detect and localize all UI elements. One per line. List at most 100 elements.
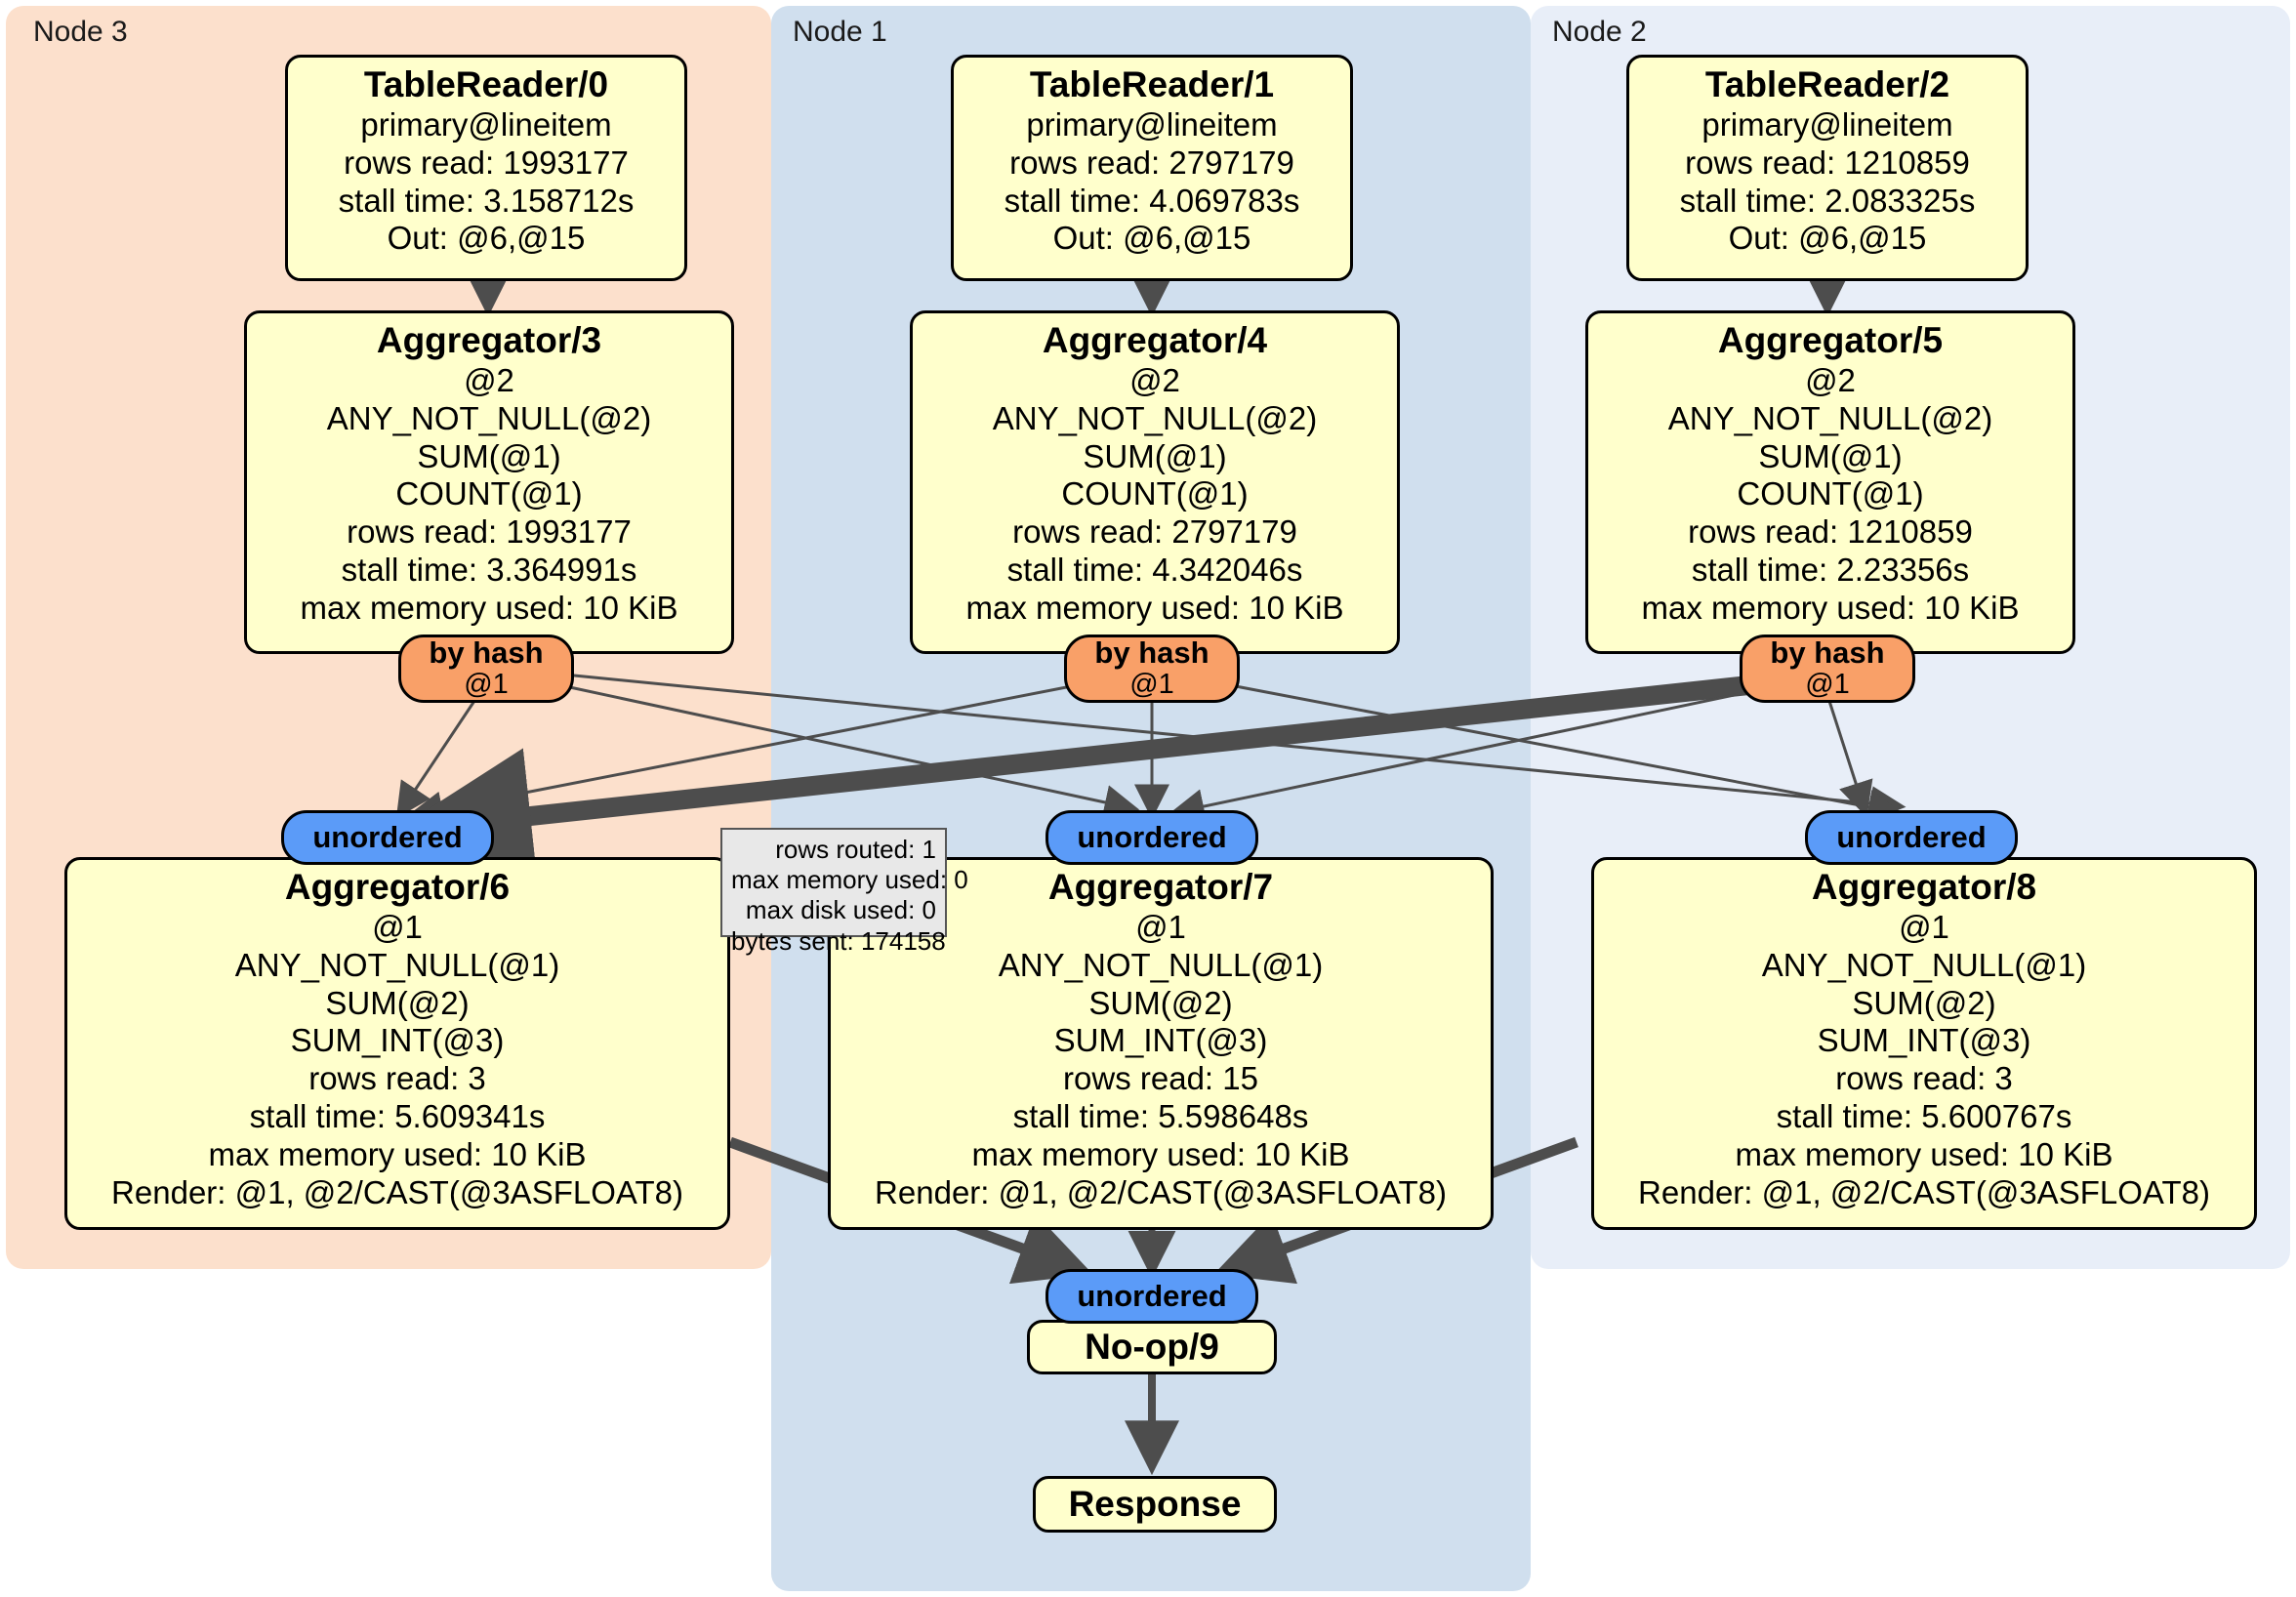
router-column: @1 [1805,669,1850,701]
node-table-reader-2[interactable]: TableReader/2 primary@lineitem rows read… [1626,55,2029,281]
node-detail-line: rows read: 15 [1063,1060,1258,1097]
node-detail-line: COUNT(@1) [1061,475,1249,512]
receiver-unordered-3[interactable]: unordered [1046,1269,1258,1324]
node-detail-line: rows read: 1210859 [1688,513,1973,551]
node-title: Aggregator/8 [1811,867,2037,907]
node-detail-line: rows read: 2797179 [1012,513,1297,551]
edge-stats-tooltip: rows routed: 1 max memory used: 0 max di… [720,828,968,956]
node-detail-line: Out: @6,@15 [1052,220,1251,257]
node-detail-line: stall time: 2.23356s [1691,552,1970,589]
node-response[interactable]: Response [1033,1476,1277,1533]
router-by-hash-1[interactable]: by hash @1 [1064,635,1240,703]
cluster-label-node-2: Node 2 [1552,16,1647,48]
node-detail-line: primary@lineitem [1026,105,1278,143]
node-detail-line: rows read: 1993177 [347,513,632,551]
node-detail-line: SUM_INT(@3) [1817,1022,2031,1059]
node-detail-line: stall time: 2.083325s [1679,182,1976,219]
node-detail-line: primary@lineitem [1702,105,1953,143]
router-by-hash-0[interactable]: by hash @1 [398,635,574,703]
node-detail-line: SUM_INT(@3) [290,1022,505,1059]
node-detail-line: @1 [1135,908,1186,945]
node-detail-line: COUNT(@1) [395,475,583,512]
node-aggregator-6[interactable]: Aggregator/6 @1 ANY_NOT_NULL(@1) SUM(@2)… [64,857,730,1230]
node-detail-line: @2 [464,361,514,398]
tooltip-line: rows routed: 1 [775,835,936,864]
router-column: @1 [1129,669,1174,701]
router-label: by hash [1094,635,1210,671]
node-title: Aggregator/5 [1717,320,1944,360]
node-detail-line: SUM(@2) [325,984,470,1021]
node-detail-line: max memory used: 10 KiB [1735,1136,2113,1173]
cluster-label-node-3: Node 3 [33,16,128,48]
node-detail-line: max memory used: 10 KiB [208,1136,587,1173]
node-aggregator-4[interactable]: Aggregator/4 @2 ANY_NOT_NULL(@2) SUM(@1)… [910,310,1400,654]
node-detail-line: COUNT(@1) [1737,475,1924,512]
cluster-label-node-1: Node 1 [793,16,887,48]
node-detail-line: rows read: 3 [308,1060,486,1097]
node-detail-line: stall time: 5.600767s [1776,1098,2072,1135]
router-by-hash-2[interactable]: by hash @1 [1740,635,1915,703]
node-detail-line: SUM_INT(@3) [1053,1022,1268,1059]
node-aggregator-8[interactable]: Aggregator/8 @1 ANY_NOT_NULL(@1) SUM(@2)… [1591,857,2257,1230]
node-detail-line: rows read: 1993177 [344,143,629,181]
receiver-label: unordered [1077,819,1227,854]
receiver-label: unordered [312,819,463,854]
node-detail-line: Out: @6,@15 [387,220,586,257]
node-detail-line: @2 [1805,361,1856,398]
router-label: by hash [429,635,544,671]
node-detail-line: primary@lineitem [360,105,612,143]
node-detail-line: SUM(@1) [1758,437,1903,474]
node-title: TableReader/1 [1029,64,1275,104]
node-detail-line: ANY_NOT_NULL(@1) [998,946,1324,983]
node-detail-line: max memory used: 10 KiB [971,1136,1350,1173]
receiver-unordered-2[interactable]: unordered [1805,810,2018,865]
tooltip-line: max memory used: 0 [731,865,968,895]
node-detail-line: max memory used: 10 KiB [1641,590,2020,627]
node-detail-line: rows read: 3 [1835,1060,2013,1097]
receiver-unordered-1[interactable]: unordered [1046,810,1258,865]
node-detail-line: stall time: 5.609341s [249,1098,546,1135]
node-detail-line: max memory used: 10 KiB [965,590,1344,627]
node-detail-line: ANY_NOT_NULL(@1) [234,946,560,983]
node-title: No-op/9 [1085,1327,1219,1368]
node-detail-line: ANY_NOT_NULL(@2) [992,399,1318,436]
node-detail-line: SUM(@1) [1083,437,1227,474]
node-detail-line: @2 [1129,361,1180,398]
receiver-label: unordered [1836,819,1987,854]
node-detail-line: @1 [1899,908,1949,945]
tooltip-line: bytes sent: 174158 [731,925,946,956]
node-title: Aggregator/3 [376,320,602,360]
node-title: TableReader/2 [1704,64,1950,104]
node-detail-line: Out: @6,@15 [1728,220,1927,257]
node-detail-line: ANY_NOT_NULL(@1) [1761,946,2087,983]
router-label: by hash [1770,635,1885,671]
node-title: Response [1068,1484,1242,1525]
node-aggregator-5[interactable]: Aggregator/5 @2 ANY_NOT_NULL(@2) SUM(@1)… [1585,310,2075,654]
node-detail-line: SUM(@2) [1088,984,1233,1021]
node-title: Aggregator/7 [1047,867,1274,907]
node-detail-line: ANY_NOT_NULL(@2) [326,399,652,436]
node-detail-line: Render: @1, @2/CAST(@3ASFLOAT8) [1638,1174,2210,1211]
tooltip-line: max disk used: 0 [745,895,936,925]
node-detail-line: Render: @1, @2/CAST(@3ASFLOAT8) [875,1174,1447,1211]
node-title: TableReader/0 [363,64,609,104]
node-table-reader-1[interactable]: TableReader/1 primary@lineitem rows read… [951,55,1353,281]
node-detail-line: stall time: 4.069783s [1004,182,1300,219]
node-title: Aggregator/4 [1042,320,1268,360]
node-detail-line: rows read: 2797179 [1009,143,1294,181]
node-detail-line: rows read: 1210859 [1685,143,1970,181]
node-table-reader-0[interactable]: TableReader/0 primary@lineitem rows read… [285,55,687,281]
node-detail-line: max memory used: 10 KiB [300,590,678,627]
node-detail-line: SUM(@1) [417,437,561,474]
node-title: Aggregator/6 [284,867,511,907]
node-no-op-9[interactable]: No-op/9 [1027,1320,1277,1374]
node-detail-line: ANY_NOT_NULL(@2) [1667,399,1993,436]
node-aggregator-3[interactable]: Aggregator/3 @2 ANY_NOT_NULL(@2) SUM(@1)… [244,310,734,654]
node-detail-line: stall time: 4.342046s [1006,552,1303,589]
receiver-unordered-0[interactable]: unordered [281,810,494,865]
node-detail-line: @1 [372,908,423,945]
node-detail-line: stall time: 3.364991s [341,552,637,589]
node-detail-line: stall time: 5.598648s [1012,1098,1309,1135]
receiver-label: unordered [1077,1278,1227,1313]
